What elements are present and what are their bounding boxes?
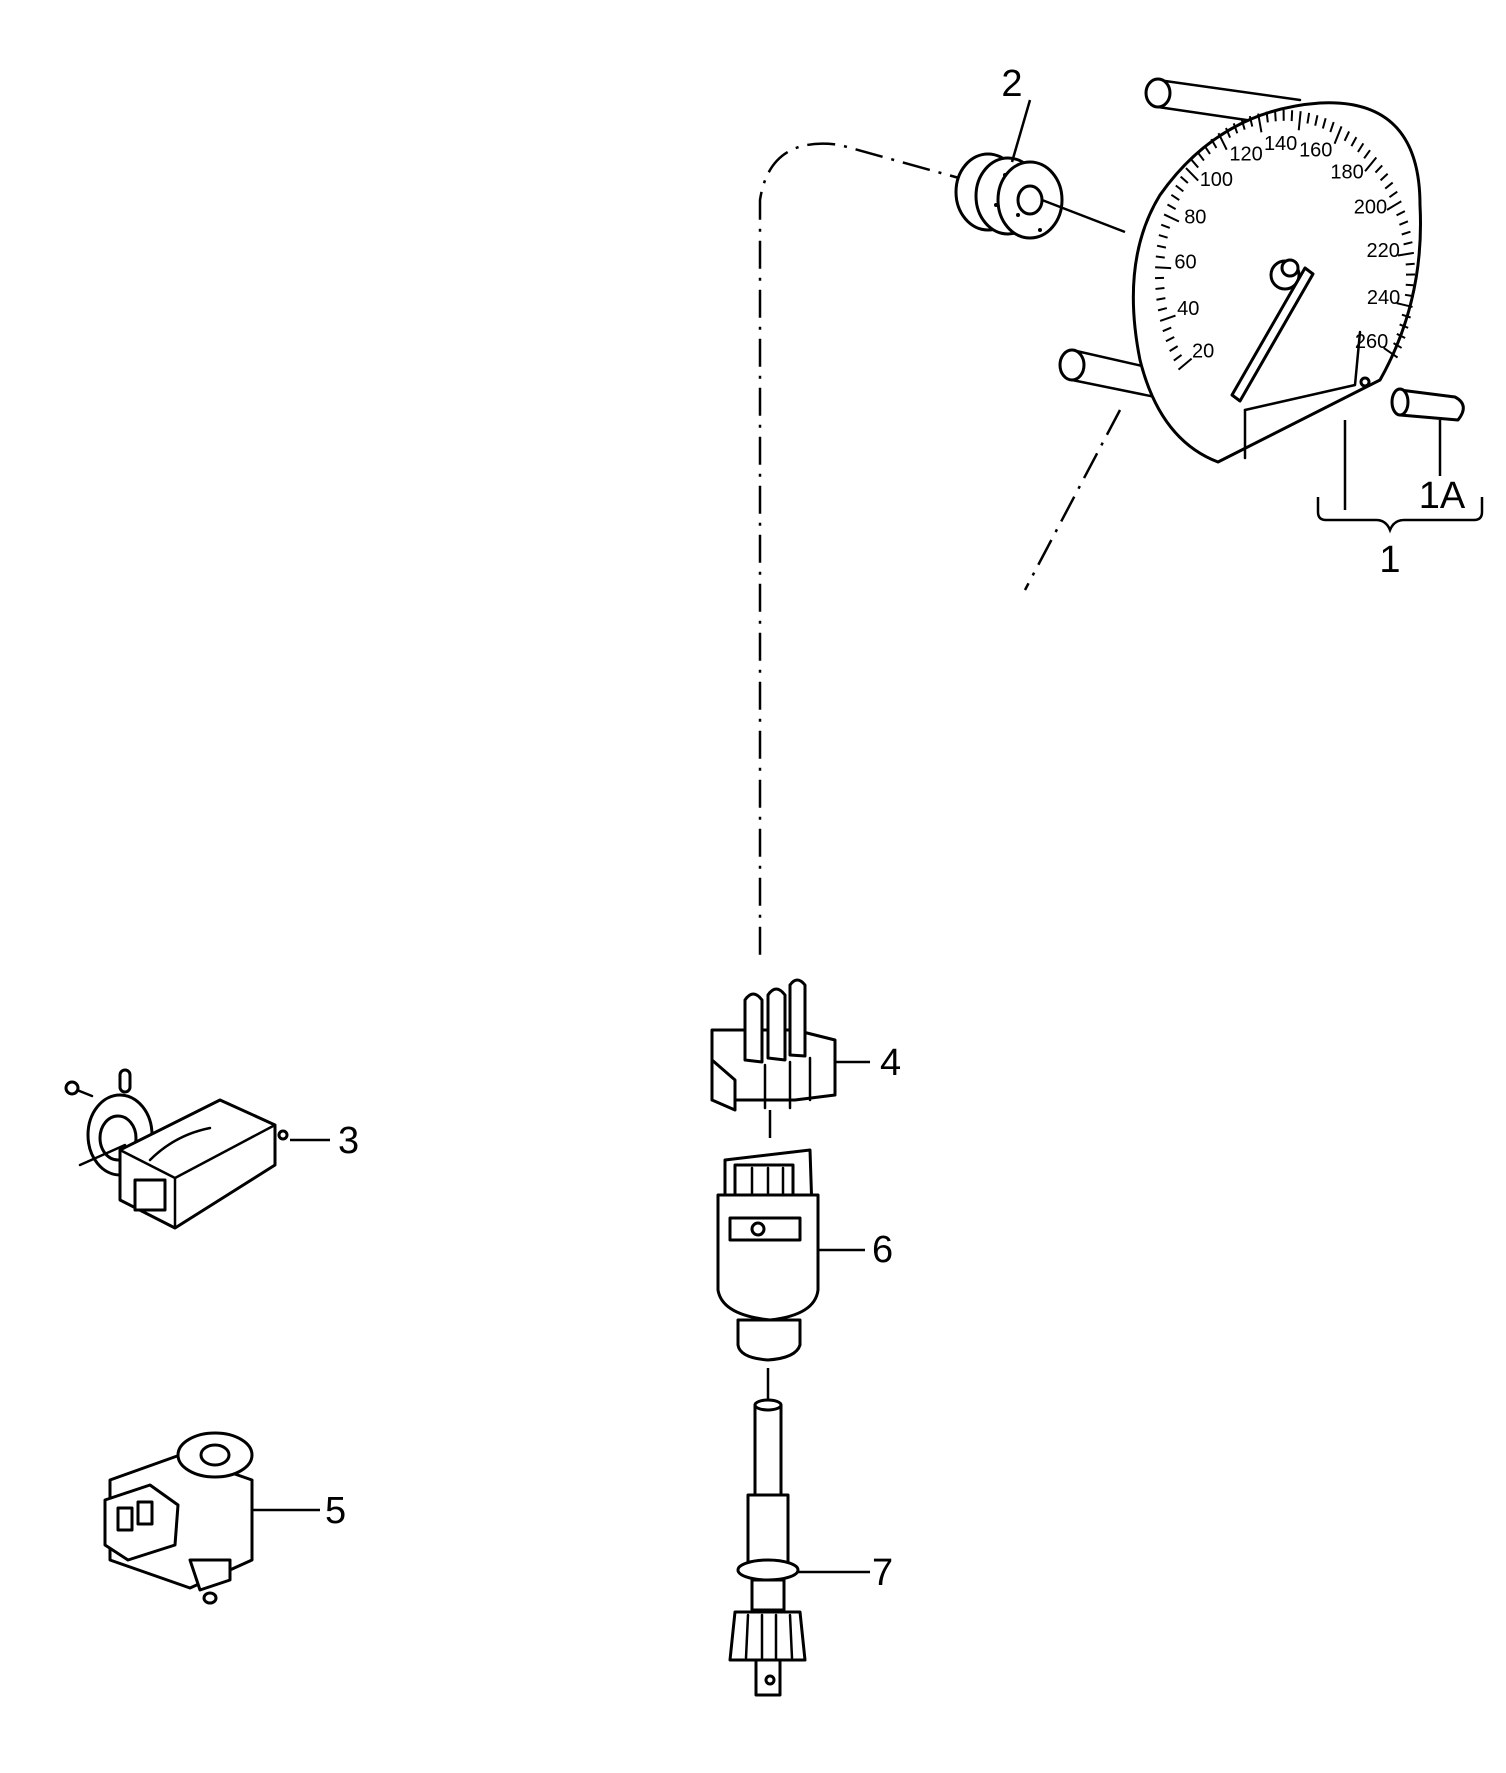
scale-tick [1399,220,1409,226]
callout-1a: 1A [1419,475,1466,517]
callout-1: 1 [1379,539,1400,581]
scale-tick [1401,313,1411,319]
dial-label: 160 [1299,139,1332,161]
scale-tick [1314,115,1319,126]
scale-tick [1155,255,1165,259]
scale-tick [1388,190,1398,199]
scale-tick [1158,234,1168,239]
dial-label: 100 [1200,169,1233,191]
plug-connector [103,1431,254,1605]
dial-label: 180 [1330,161,1363,183]
scale-tick [1350,136,1358,147]
sender-with-bracket [64,1068,289,1230]
callout-2: 2 [1001,63,1022,105]
scale-tick [1399,323,1409,329]
bulb [1390,387,1465,422]
scale-tick [1156,244,1167,249]
scale-tick [1232,123,1239,134]
scale-tick [1386,200,1402,211]
callout-6: 6 [872,1229,893,1271]
dial-label: 260 [1355,331,1388,353]
callout-7: 7 [872,1552,893,1594]
scale-tick [1363,149,1371,159]
scale-tick [1306,112,1311,124]
scale-tick [1173,354,1183,362]
callout-5: 5 [325,1490,346,1532]
scale-tick [1329,121,1335,133]
scale-tick [1274,110,1277,122]
scale-tick [1397,251,1414,257]
scale-tick [1175,184,1184,193]
scale-tick [1162,326,1172,333]
scale-tick [1405,283,1415,287]
scale-tick [1405,262,1415,266]
scale-tick [1225,127,1231,138]
scale-tick [1248,115,1254,127]
callout-4: 4 [880,1042,901,1084]
scale-tick [1357,142,1365,153]
scale-tick [1343,131,1350,142]
scale-tick [1403,241,1413,246]
speedometer-scale-ticks [1155,110,1416,371]
scale-tick [1210,138,1218,149]
dial-label: 140 [1264,133,1297,155]
scale-tick [1321,118,1327,129]
scale-tick [1379,173,1389,182]
scale-tick [1364,156,1378,172]
speedometer-cable [758,142,1122,960]
dial-label: 40 [1177,298,1199,320]
scale-tick [1160,223,1171,229]
scale-tick [1185,167,1199,182]
scale-tick [1240,119,1246,130]
scale-tick [1384,181,1394,190]
connector-housing [710,978,837,1112]
scale-tick [1197,151,1205,162]
dial-label: 80 [1184,207,1206,229]
scale-tick [1203,144,1211,155]
scale-tick [1383,347,1399,359]
scale-tick [1155,287,1165,290]
speed-sensor [716,1110,820,1362]
scale-tick [1156,297,1166,301]
scale-tick [1169,345,1179,352]
drive-pinion [728,1368,807,1697]
scale-tick [1265,111,1269,123]
scale-tick [1170,193,1180,201]
dial-label: 120 [1229,143,1262,165]
scale-tick [1155,266,1172,270]
scale-tick [1190,159,1199,169]
scale-tick [1404,293,1415,298]
scale-tick [1179,175,1189,184]
scale-tick [1217,132,1228,151]
scale-tick [1396,302,1413,308]
scale-tick [1333,126,1343,145]
scale-tick [1166,203,1177,210]
dial-label: 200 [1354,197,1387,219]
scale-tick [1393,342,1403,349]
scale-tick [1177,357,1193,371]
scale-tick [1396,333,1406,339]
scale-tick [1163,213,1180,223]
scale-tick [1159,314,1176,322]
dial-label: 220 [1367,240,1400,262]
grommet [954,152,1064,240]
scale-tick [1396,210,1406,217]
scale-tick [1165,336,1175,343]
scale-tick [1297,111,1302,131]
scale-tick [1157,307,1168,312]
scale-tick [1374,164,1383,174]
scale-tick [1257,113,1263,133]
scale-tick [1401,230,1411,236]
dial-label: 20 [1192,341,1214,363]
dial-label: 240 [1367,287,1400,309]
dial-label: 60 [1174,252,1196,274]
callout-3: 3 [338,1120,359,1162]
